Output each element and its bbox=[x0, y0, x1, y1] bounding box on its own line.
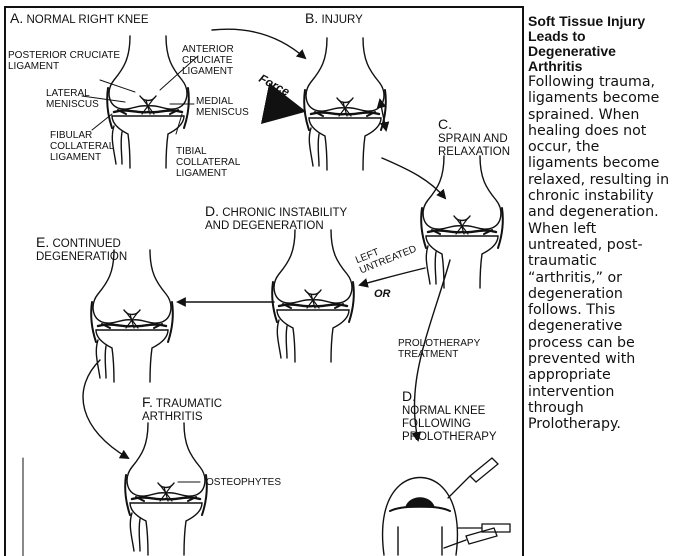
label-anterior-cruciate: ANTERIOR CRUCIATE LIGAMENT bbox=[182, 44, 234, 77]
label-e: E. CONTINUED DEGENERATION bbox=[36, 236, 127, 264]
label-a: A. NORMAL RIGHT KNEE bbox=[10, 12, 149, 27]
label-posterior-cruciate: POSTERIOR CRUCIATE LIGAMENT bbox=[8, 50, 120, 72]
label-c: C.SPRAIN AND RELAXATION bbox=[438, 118, 510, 159]
sidebar-title: Soft Tissue Injury Leads to Degenerative… bbox=[528, 14, 673, 74]
label-tibial-collateral: TIBIAL COLLATERAL LIGAMENT bbox=[176, 146, 240, 179]
knee-d1 bbox=[272, 230, 354, 362]
sidebar-body: Following trauma, ligaments become sprai… bbox=[528, 74, 673, 433]
label-or: OR bbox=[374, 288, 391, 300]
knee-f bbox=[125, 423, 207, 555]
knee-b bbox=[304, 38, 386, 170]
sidebar-text: Soft Tissue Injury Leads to Degenerative… bbox=[528, 14, 673, 433]
knee-c bbox=[421, 156, 503, 288]
label-f: F. TRAUMATIC ARTHRITIS bbox=[142, 396, 222, 424]
label-fibular-collateral: FIBULAR COLLATERAL LIGAMENT bbox=[50, 130, 114, 163]
knee-d2 bbox=[383, 478, 458, 556]
label-medial-meniscus: MEDIAL MENISCUS bbox=[196, 96, 249, 118]
label-osteophytes: OSTEOPHYTES bbox=[206, 477, 281, 488]
knee-e bbox=[91, 250, 173, 382]
force-arrow bbox=[272, 98, 298, 110]
label-d2: D.NORMAL KNEE FOLLOWING PROLOTHERAPY bbox=[402, 390, 497, 444]
label-lateral-meniscus: LATERAL MENISCUS bbox=[46, 88, 99, 110]
syringes bbox=[444, 458, 510, 548]
label-d1: D. CHRONIC INSTABILITY AND DEGENERATION bbox=[205, 205, 347, 233]
label-prolotherapy-treatment: PROLOTHERAPY TREATMENT bbox=[398, 338, 480, 360]
arrow-b-to-c bbox=[382, 158, 445, 198]
label-b: B. INJURY bbox=[305, 12, 363, 27]
